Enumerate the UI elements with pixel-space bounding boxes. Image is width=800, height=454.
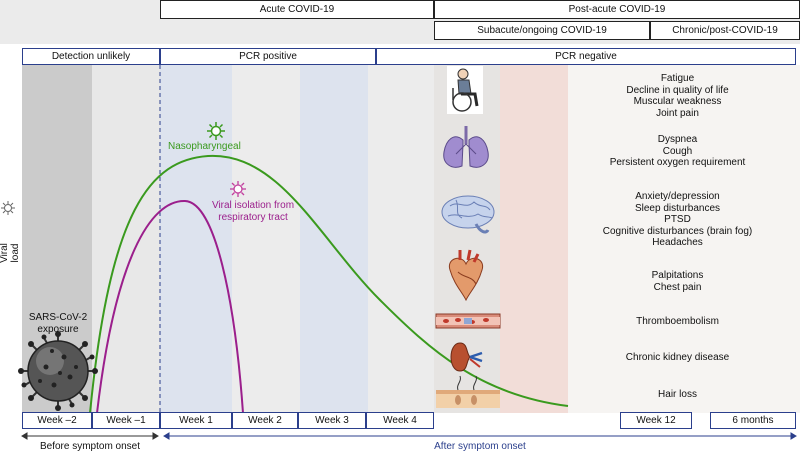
band-chronic xyxy=(568,65,800,413)
band-week-minus1 xyxy=(92,65,160,413)
symptom-item: Cognitive disturbances (brain fog) xyxy=(602,225,753,237)
before-symptom-onset-label: Before symptom onset xyxy=(39,441,141,452)
symptom-item: Muscular weakness xyxy=(633,96,722,107)
exposure-label-line2: exposure xyxy=(37,324,79,335)
symptom-item: Cough xyxy=(662,145,693,157)
symptom-item: Joint pain xyxy=(656,107,699,119)
blood-vessel-icon xyxy=(435,313,501,329)
viral-isolation-label-line1: Viral isolation from xyxy=(211,200,295,211)
symptoms-cardiac-group: Palpitations Chest pain xyxy=(560,270,795,293)
week12-box: Week 12 xyxy=(620,412,692,429)
symptom-item: Fatigue xyxy=(660,73,695,84)
symptoms-thrombo-group: Thromboembolism xyxy=(560,316,795,328)
week1-box: Week 1 xyxy=(160,412,232,429)
after-symptom-onset-arrow xyxy=(163,432,797,440)
symptom-item: Thromboembolism xyxy=(636,316,719,327)
pink-virus-icon xyxy=(230,181,246,197)
symptom-item: Chest pain xyxy=(653,281,702,293)
y-axis-label: Viral load xyxy=(0,243,21,263)
week2-box: Week 2 xyxy=(232,412,298,429)
green-virus-icon xyxy=(207,122,225,140)
nasopharyngeal-curve xyxy=(89,154,569,414)
band-week3 xyxy=(300,65,368,413)
viral-isolation-label-line2: respiratory tract xyxy=(218,211,288,223)
phase-acute: Acute COVID-19 xyxy=(160,0,434,19)
band-week1 xyxy=(160,65,232,413)
six-months-box: 6 months xyxy=(710,412,796,429)
heart-icon xyxy=(448,249,484,302)
symptoms-respiratory-group: Dyspnea Cough Persistent oxygen requirem… xyxy=(560,134,795,169)
exposure-label: SARS-CoV-2 exposure xyxy=(18,312,98,336)
symptom-item: Headaches xyxy=(652,237,703,248)
viral-isolation-label: Viral isolation from respiratory tract xyxy=(198,200,308,223)
exposure-label-line1: SARS-CoV-2 xyxy=(28,312,88,323)
symptom-item: PTSD xyxy=(664,214,691,225)
symptoms-fatigue-group: Fatigue Decline in quality of life Muscu… xyxy=(560,73,795,119)
after-symptom-onset-label: After symptom onset xyxy=(434,441,526,452)
band-subacute-pink xyxy=(500,65,568,413)
before-symptom-onset-arrow xyxy=(21,432,159,440)
sars-cov-2-particle-icon xyxy=(18,331,98,411)
nasopharyngeal-label: Nasopharyngeal xyxy=(168,141,241,152)
symptoms-neuro-group: Anxiety/depression Sleep disturbances PT… xyxy=(560,191,795,249)
viral-isolation-curve xyxy=(96,199,244,414)
wheelchair-icon xyxy=(447,66,483,114)
week3-box: Week 3 xyxy=(298,412,366,429)
week4-box: Week 4 xyxy=(366,412,434,429)
symptom-item: Persistent oxygen requirement xyxy=(609,157,746,168)
small-virus-icon xyxy=(1,201,15,215)
brain-icon xyxy=(441,195,495,234)
pcr-positive: PCR positive xyxy=(160,48,376,65)
hair-follicle-icon xyxy=(436,375,500,408)
symptom-item: Anxiety/depression xyxy=(635,191,720,202)
kidney-icon xyxy=(450,342,483,372)
pcr-negative: PCR negative xyxy=(376,48,796,65)
symptom-item: Hair loss xyxy=(658,389,697,400)
symptom-item: Sleep disturbances xyxy=(634,202,721,214)
symptom-item: Decline in quality of life xyxy=(626,84,729,96)
lungs-icon xyxy=(443,126,489,168)
week-minus1-box: Week –1 xyxy=(92,412,160,429)
week-minus2-box: Week –2 xyxy=(22,412,92,429)
symptom-item: Palpitations xyxy=(651,270,704,281)
phase-subacute: Subacute/ongoing COVID-19 xyxy=(434,21,650,40)
band-week4 xyxy=(368,65,434,413)
symptoms-hair-group: Hair loss xyxy=(560,389,795,401)
band-week2 xyxy=(232,65,300,413)
pcr-detection-unlikely: Detection unlikely xyxy=(22,48,160,65)
symptom-item: Chronic kidney disease xyxy=(625,352,730,363)
symptoms-kidney-group: Chronic kidney disease xyxy=(560,352,795,364)
symptom-item: Dyspnea xyxy=(657,134,698,145)
